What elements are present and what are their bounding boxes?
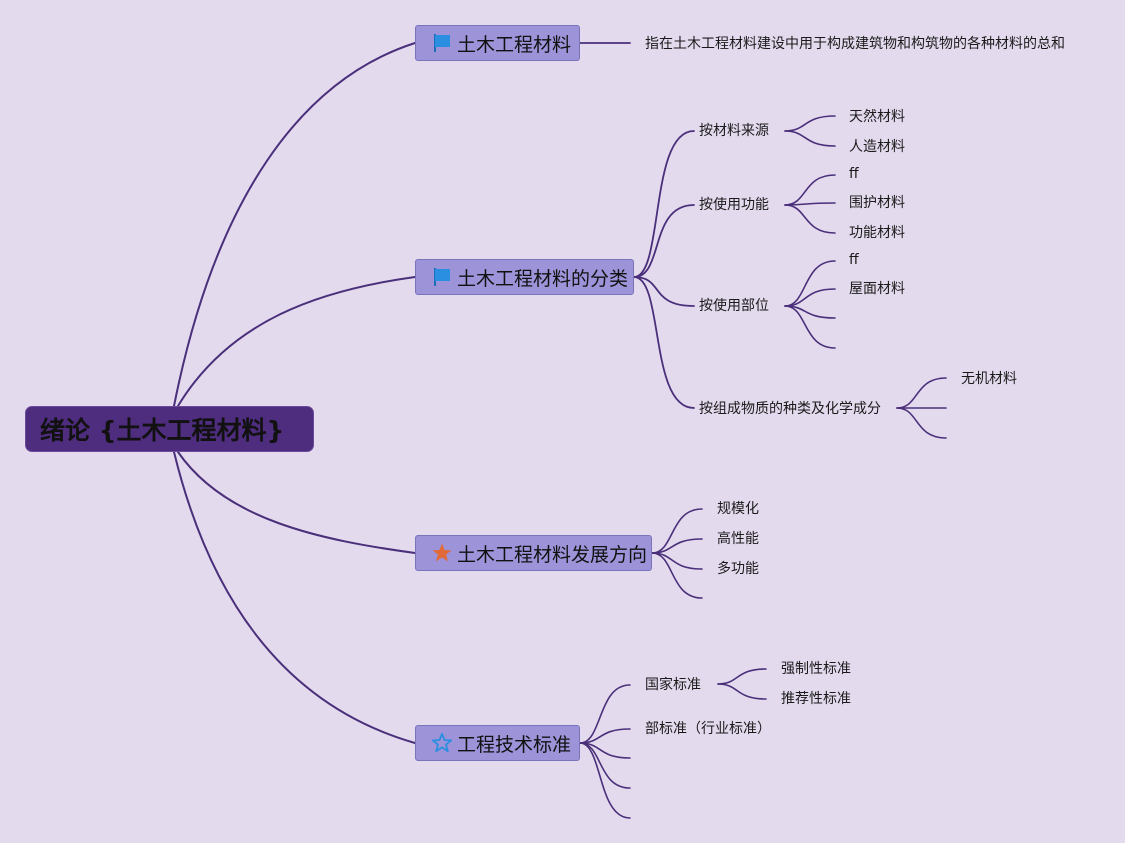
leaf-connector xyxy=(896,377,947,409)
leaf-connector xyxy=(579,684,631,744)
topic-label: 工程技术标准 xyxy=(457,733,572,756)
topic-development-direction[interactable]: 土木工程材料发展方向 xyxy=(415,535,652,571)
topic-note: 指在土木工程材料建设中用于构成建筑物和构筑物的各种材料的总和 xyxy=(645,36,1065,52)
blue-flag-icon xyxy=(431,266,453,288)
leaf-connector xyxy=(896,407,947,439)
leaf-connector xyxy=(651,508,703,554)
subtopic-ministry-standard[interactable]: 部标准（行业标准） xyxy=(645,721,771,737)
root-connector xyxy=(173,451,416,744)
leaf-multi-function[interactable]: 多功能 xyxy=(717,561,759,577)
subtopic-by-composition[interactable]: 按组成物质的种类及化学成分 xyxy=(699,401,881,417)
blue-outline-star-icon xyxy=(431,732,453,754)
leaf-natural-materials[interactable]: 天然材料 xyxy=(849,109,905,125)
leaf-connector xyxy=(784,204,836,234)
leaf-roof-materials[interactable]: 屋面材料 xyxy=(849,281,905,297)
leaf-connector xyxy=(784,130,836,147)
root-connector xyxy=(177,276,416,407)
leaf-connector xyxy=(717,668,767,685)
leaf-connector xyxy=(579,742,631,819)
leaf-connector xyxy=(784,260,836,307)
root-connector xyxy=(173,42,416,407)
leaf-ff[interactable]: ff xyxy=(849,252,859,268)
leaf-connector xyxy=(784,115,836,132)
leaf-connector xyxy=(579,742,631,789)
topic-label: 土木工程材料 xyxy=(457,33,572,56)
orange-star-icon xyxy=(431,542,453,564)
leaf-inorganic-materials[interactable]: 无机材料 xyxy=(961,371,1017,387)
leaf-artificial-materials[interactable]: 人造材料 xyxy=(849,139,905,155)
subtopic-connector xyxy=(633,130,695,278)
leaf-enclosure-materials[interactable]: 围护材料 xyxy=(849,195,905,211)
leaf-high-performance[interactable]: 高性能 xyxy=(717,531,759,547)
subtopic-national-standard[interactable]: 国家标准 xyxy=(645,677,701,693)
leaf-connector xyxy=(651,552,703,599)
topic-label: 土木工程材料发展方向 xyxy=(457,543,648,566)
subtopic-by-function[interactable]: 按使用功能 xyxy=(699,197,769,213)
leaf-scale[interactable]: 规模化 xyxy=(717,501,759,517)
leaf-connector xyxy=(784,305,836,349)
topic-material-classification[interactable]: 土木工程材料的分类 xyxy=(415,259,634,295)
root-connector xyxy=(177,451,416,554)
leaf-connector xyxy=(784,174,836,206)
blue-flag-icon xyxy=(431,32,453,54)
subtopic-connector xyxy=(633,204,695,278)
leaf-functional-materials[interactable]: 功能材料 xyxy=(849,225,905,241)
leaf-recommended-standard[interactable]: 推荐性标准 xyxy=(781,691,851,707)
subtopic-connector xyxy=(633,276,695,409)
root-topic-label: 绪论 {土木工程材料} xyxy=(40,416,285,445)
leaf-ff[interactable]: ff xyxy=(849,166,859,182)
subtopic-connector xyxy=(633,276,695,307)
subtopic-by-source[interactable]: 按材料来源 xyxy=(699,123,769,139)
leaf-connector xyxy=(717,683,767,700)
topic-label: 土木工程材料的分类 xyxy=(457,267,629,290)
root-topic[interactable]: 绪论 {土木工程材料} xyxy=(25,406,314,452)
leaf-mandatory-standard[interactable]: 强制性标准 xyxy=(781,661,851,677)
topic-civil-materials[interactable]: 土木工程材料 xyxy=(415,25,580,61)
topic-technical-standards[interactable]: 工程技术标准 xyxy=(415,725,580,761)
subtopic-by-location[interactable]: 按使用部位 xyxy=(699,298,769,314)
